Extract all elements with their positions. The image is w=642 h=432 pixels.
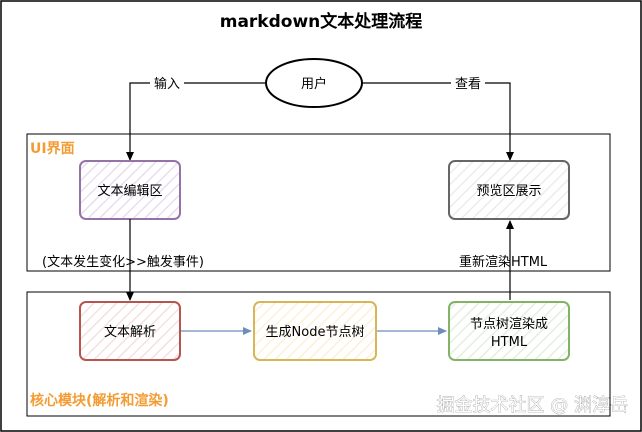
user-node: 用户	[265, 58, 363, 108]
edge-user-to-preview	[362, 82, 514, 161]
render-box: 节点树渲染成 HTML	[448, 301, 570, 361]
diagram-title: markdown文本处理流程	[220, 11, 423, 32]
watermark: 掘金技术社区 @ 渊淳岳	[437, 395, 628, 416]
rerender-label: 重新渲染HTML	[459, 254, 548, 270]
editor-label: 文本编辑区	[97, 184, 162, 199]
generate-box: 生成Node节点树	[253, 301, 377, 361]
core-section	[26, 291, 611, 417]
edge-view-bg	[451, 74, 485, 92]
user-label: 用户	[301, 76, 327, 92]
edge-view-label: 查看	[455, 76, 481, 92]
render-label-line1: 节点树渲染成	[470, 317, 548, 332]
preview-box: 预览区展示	[448, 160, 570, 220]
generate-label: 生成Node节点树	[266, 325, 365, 340]
render-label-line2: HTML	[491, 335, 528, 350]
parse-box: 文本解析	[79, 301, 181, 361]
ui-section	[26, 133, 611, 272]
editor-box: 文本编辑区	[79, 160, 181, 220]
change-event-label: (文本发生变化>>触发事件)	[42, 254, 204, 270]
parse-label: 文本解析	[104, 325, 156, 340]
core-section-title: 核心模块(解析和渲染)	[30, 392, 169, 409]
edge-input-bg	[150, 74, 184, 92]
edge-input-label: 输入	[154, 76, 180, 92]
ui-section-title: UI界面	[30, 141, 75, 157]
preview-label: 预览区展示	[476, 183, 541, 199]
edge-user-to-editor	[126, 82, 266, 161]
